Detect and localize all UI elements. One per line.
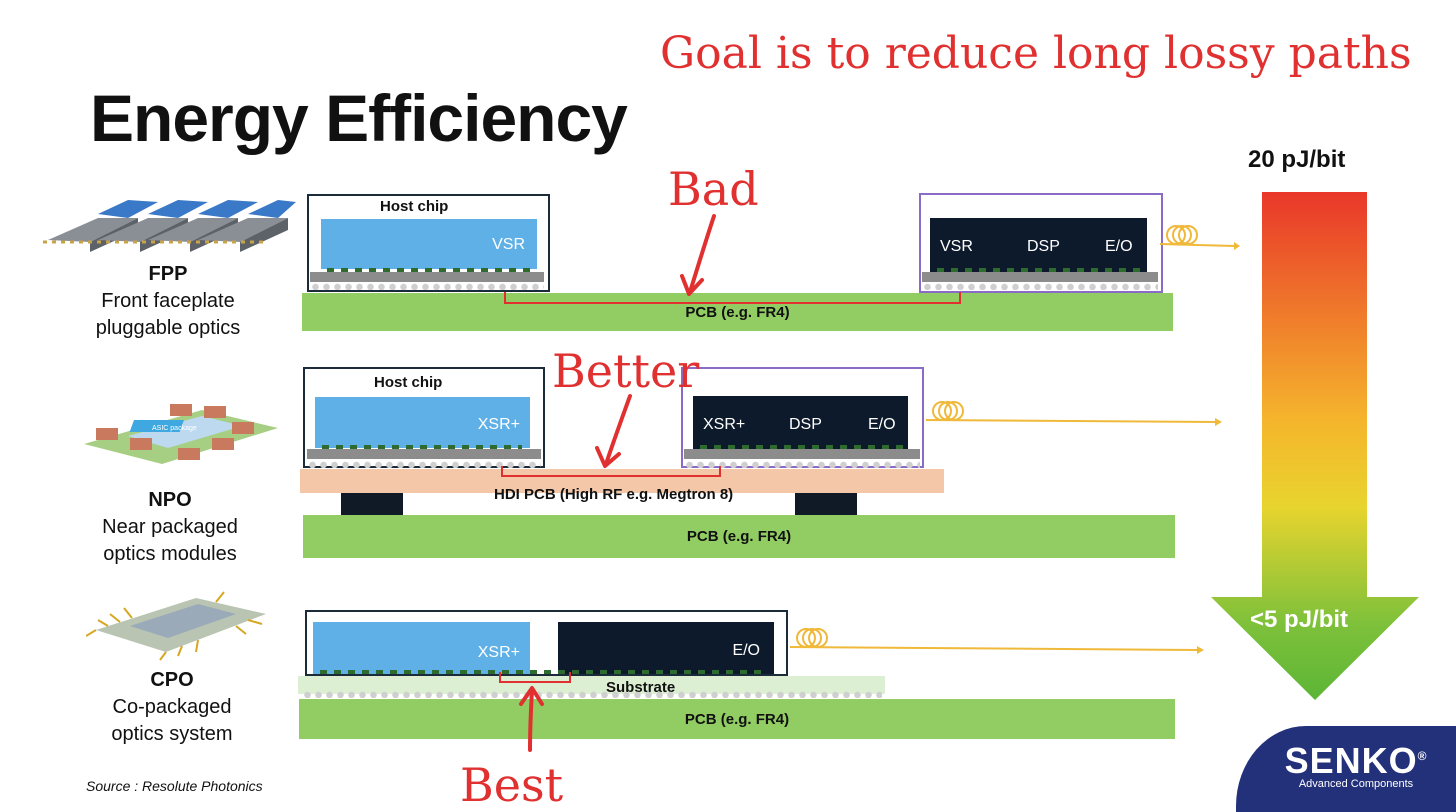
cpo-host-xsr-text: XSR+ xyxy=(477,644,520,661)
npo-label: NPO Near packaged optics modules xyxy=(62,487,278,568)
cpo-abbr: CPO xyxy=(150,669,194,691)
fpp-label: FPP Front faceplate pluggable optics xyxy=(60,261,276,342)
cpo-desc-line1: Co-packaged xyxy=(112,696,232,718)
npo-asic-label: ASIC package xyxy=(152,425,197,432)
fpp-pcb: PCB (e.g. FR4) xyxy=(302,293,1173,331)
cpo-signal-path xyxy=(499,672,571,683)
npo-module-pads xyxy=(700,445,903,449)
fpp-desc-line2: pluggable optics xyxy=(95,317,241,339)
fpp-fiber-coil-icon xyxy=(1160,225,1240,250)
npo-host-chip-label: Host chip xyxy=(374,374,443,391)
npo-module-solder-balls xyxy=(684,461,920,468)
fpp-module-pads xyxy=(937,268,1142,272)
fpp-module-solder-balls xyxy=(922,283,1158,290)
cpo-host-xsr-block: XSR+ xyxy=(313,622,530,674)
fpp-module-block: VSR DSP E/O xyxy=(930,218,1147,272)
cpo-solder-balls xyxy=(302,691,882,698)
better-arrow xyxy=(595,394,632,468)
npo-desc-line2: optics modules xyxy=(103,543,237,565)
npo-signal-path xyxy=(501,466,721,477)
fpp-module-package xyxy=(922,272,1158,282)
energy-top-label: 20 pJ/bit xyxy=(1248,146,1346,173)
cpo-pads xyxy=(320,670,768,674)
bad-arrow xyxy=(680,214,716,296)
npo-desc-line1: Near packaged xyxy=(102,516,238,538)
cpo-package-frame xyxy=(305,610,788,676)
senko-logo: SENKO® Advanced Components xyxy=(1236,726,1456,812)
source-note: Source : Resolute Photonics xyxy=(86,778,263,794)
npo-module-package xyxy=(684,449,920,459)
fpp-transceivers-image xyxy=(43,200,296,252)
senko-registered-mark: ® xyxy=(1417,749,1428,763)
npo-module-dsp: DSP xyxy=(789,416,822,433)
fpp-module-frame xyxy=(919,193,1163,293)
npo-standoff-right xyxy=(795,493,857,515)
npo-standoff-left xyxy=(341,493,403,515)
cpo-desc-line2: optics system xyxy=(111,723,233,745)
energy-bottom-label: <5 pJ/bit xyxy=(1250,606,1349,633)
npo-abbr: NPO xyxy=(148,489,192,511)
goal-annotation: Goal is to reduce long lossy paths xyxy=(660,28,1412,79)
npo-host-xsr-text: XSR+ xyxy=(477,416,520,433)
fpp-host-vsr-block: VSR xyxy=(321,219,537,269)
fpp-host-pads xyxy=(327,268,533,272)
npo-module-block: XSR+ DSP E/O xyxy=(693,396,908,450)
fpp-module-eo: E/O xyxy=(1105,238,1133,255)
npo-fiber-coil-icon xyxy=(926,401,1222,426)
npo-host-solder-balls xyxy=(307,461,541,468)
better-annotation: Better xyxy=(552,344,700,398)
npo-host-package xyxy=(307,449,541,459)
fpp-host-vsr-text: VSR xyxy=(492,236,525,253)
cpo-package-image xyxy=(86,591,266,661)
npo-hdi-board xyxy=(300,469,944,493)
senko-tagline: Advanced Components xyxy=(1298,778,1414,790)
npo-module-xsr: XSR+ xyxy=(703,416,746,433)
fpp-module-dsp: DSP xyxy=(1027,238,1060,255)
best-arrow xyxy=(519,686,544,752)
cpo-eo-block: E/O xyxy=(558,622,774,674)
npo-host-pads xyxy=(322,445,522,449)
fpp-host-solder-balls xyxy=(310,283,544,290)
energy-gradient-arrow xyxy=(1211,192,1419,700)
npo-pcb: PCB (e.g. FR4) xyxy=(303,515,1175,558)
fpp-host-package xyxy=(310,272,544,282)
cpo-substrate xyxy=(298,676,885,694)
npo-hdi-label: HDI PCB (High RF e.g. Megtron 8) xyxy=(494,486,734,503)
bad-annotation: Bad xyxy=(668,162,759,216)
fpp-abbr: FPP xyxy=(148,263,188,285)
senko-brand-name: SENKO xyxy=(1284,740,1418,781)
best-annotation: Best xyxy=(460,758,564,812)
fpp-signal-path xyxy=(504,292,961,304)
fpp-host-chip-frame xyxy=(307,194,550,292)
fpp-module-vsr: VSR xyxy=(940,238,973,255)
cpo-label: CPO Co-packaged optics system xyxy=(64,667,280,748)
npo-package-image: ASIC package xyxy=(84,404,278,464)
npo-module-eo: E/O xyxy=(868,416,896,433)
cpo-pcb: PCB (e.g. FR4) xyxy=(299,699,1175,739)
cpo-eo-text: E/O xyxy=(732,642,760,659)
fpp-desc-line1: Front faceplate xyxy=(101,290,235,312)
page-title: Energy Efficiency xyxy=(90,81,628,155)
cpo-fiber-coil-icon xyxy=(790,628,1204,654)
npo-host-xsr-block: XSR+ xyxy=(315,397,530,448)
fpp-host-chip-label: Host chip xyxy=(380,198,449,215)
